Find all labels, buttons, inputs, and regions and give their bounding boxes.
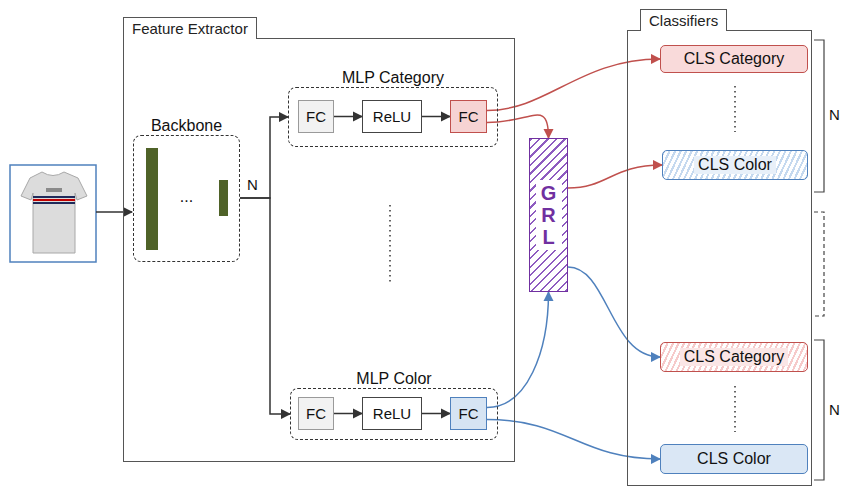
connector-arrow: [487, 292, 549, 408]
layer-text: FC: [306, 108, 326, 125]
connector-arrow: [568, 267, 660, 357]
classifier-box: CLS Category: [660, 342, 808, 372]
layer-text: CLS Color: [697, 450, 771, 468]
connector-arrow: [422, 413, 450, 415]
mlp-group: MLP ColorFCReLUFC: [290, 388, 498, 440]
ellipsis-text: ...: [134, 188, 239, 206]
connector-arrow: [568, 165, 662, 188]
fc-layer: FC: [450, 397, 487, 430]
layer-text: FC: [306, 405, 326, 422]
connector-arrow: [422, 116, 450, 118]
classifier-box: CLS Color: [662, 150, 808, 180]
layer-text: CLS Color: [694, 156, 776, 174]
relu-layer: ReLU: [362, 397, 422, 430]
connector-arrow: [334, 413, 362, 415]
count-label: N: [829, 401, 840, 418]
layer-text: ReLU: [373, 405, 411, 422]
fc-layer: FC: [298, 397, 334, 430]
fc-layer: FC: [298, 100, 334, 133]
classifier-box: CLS Category: [660, 45, 808, 73]
layer-text: CLS Category: [684, 50, 785, 68]
classifiers-panel: ClassifiersCLS CategoryCLS ColorCLS Cate…: [627, 30, 812, 486]
layer-text: FC: [459, 405, 479, 422]
tshirt-image: [10, 165, 96, 262]
panel-tab-title: Classifiers: [640, 9, 727, 31]
group-title: Backbone: [114, 117, 259, 135]
connector-arrow: [487, 59, 660, 111]
group-title: MLP Color: [271, 370, 517, 388]
grl-block: GRL: [529, 138, 568, 292]
mlp-group: MLP CategoryFCReLUFC: [288, 87, 498, 147]
connector-arrow: [240, 117, 288, 198]
group-title: MLP Category: [269, 69, 517, 87]
input-arrow: [96, 211, 132, 213]
connector-arrow: [487, 420, 660, 460]
group-brackets: [814, 40, 824, 480]
fc-layer: FC: [450, 100, 487, 133]
count-label: N: [247, 176, 258, 193]
connector-arrow: [334, 116, 362, 118]
layer-text: CLS Category: [680, 348, 789, 366]
classifier-box: CLS Color: [660, 444, 808, 474]
relu-layer: ReLU: [362, 100, 422, 133]
feature-extractor-panel: Feature ExtractorBackbone...MLP Category…: [123, 38, 515, 462]
layer-text: FC: [459, 108, 479, 125]
grl-text: GRL: [536, 180, 562, 250]
count-label: N: [829, 106, 840, 123]
ellipsis-dots: [390, 86, 735, 432]
backbone-box: Backbone...: [133, 135, 240, 262]
panel-tab-title: Feature Extractor: [123, 17, 257, 39]
connector-arrow: [487, 115, 549, 138]
layer-text: ReLU: [373, 108, 411, 125]
connector-arrow: [240, 198, 290, 414]
